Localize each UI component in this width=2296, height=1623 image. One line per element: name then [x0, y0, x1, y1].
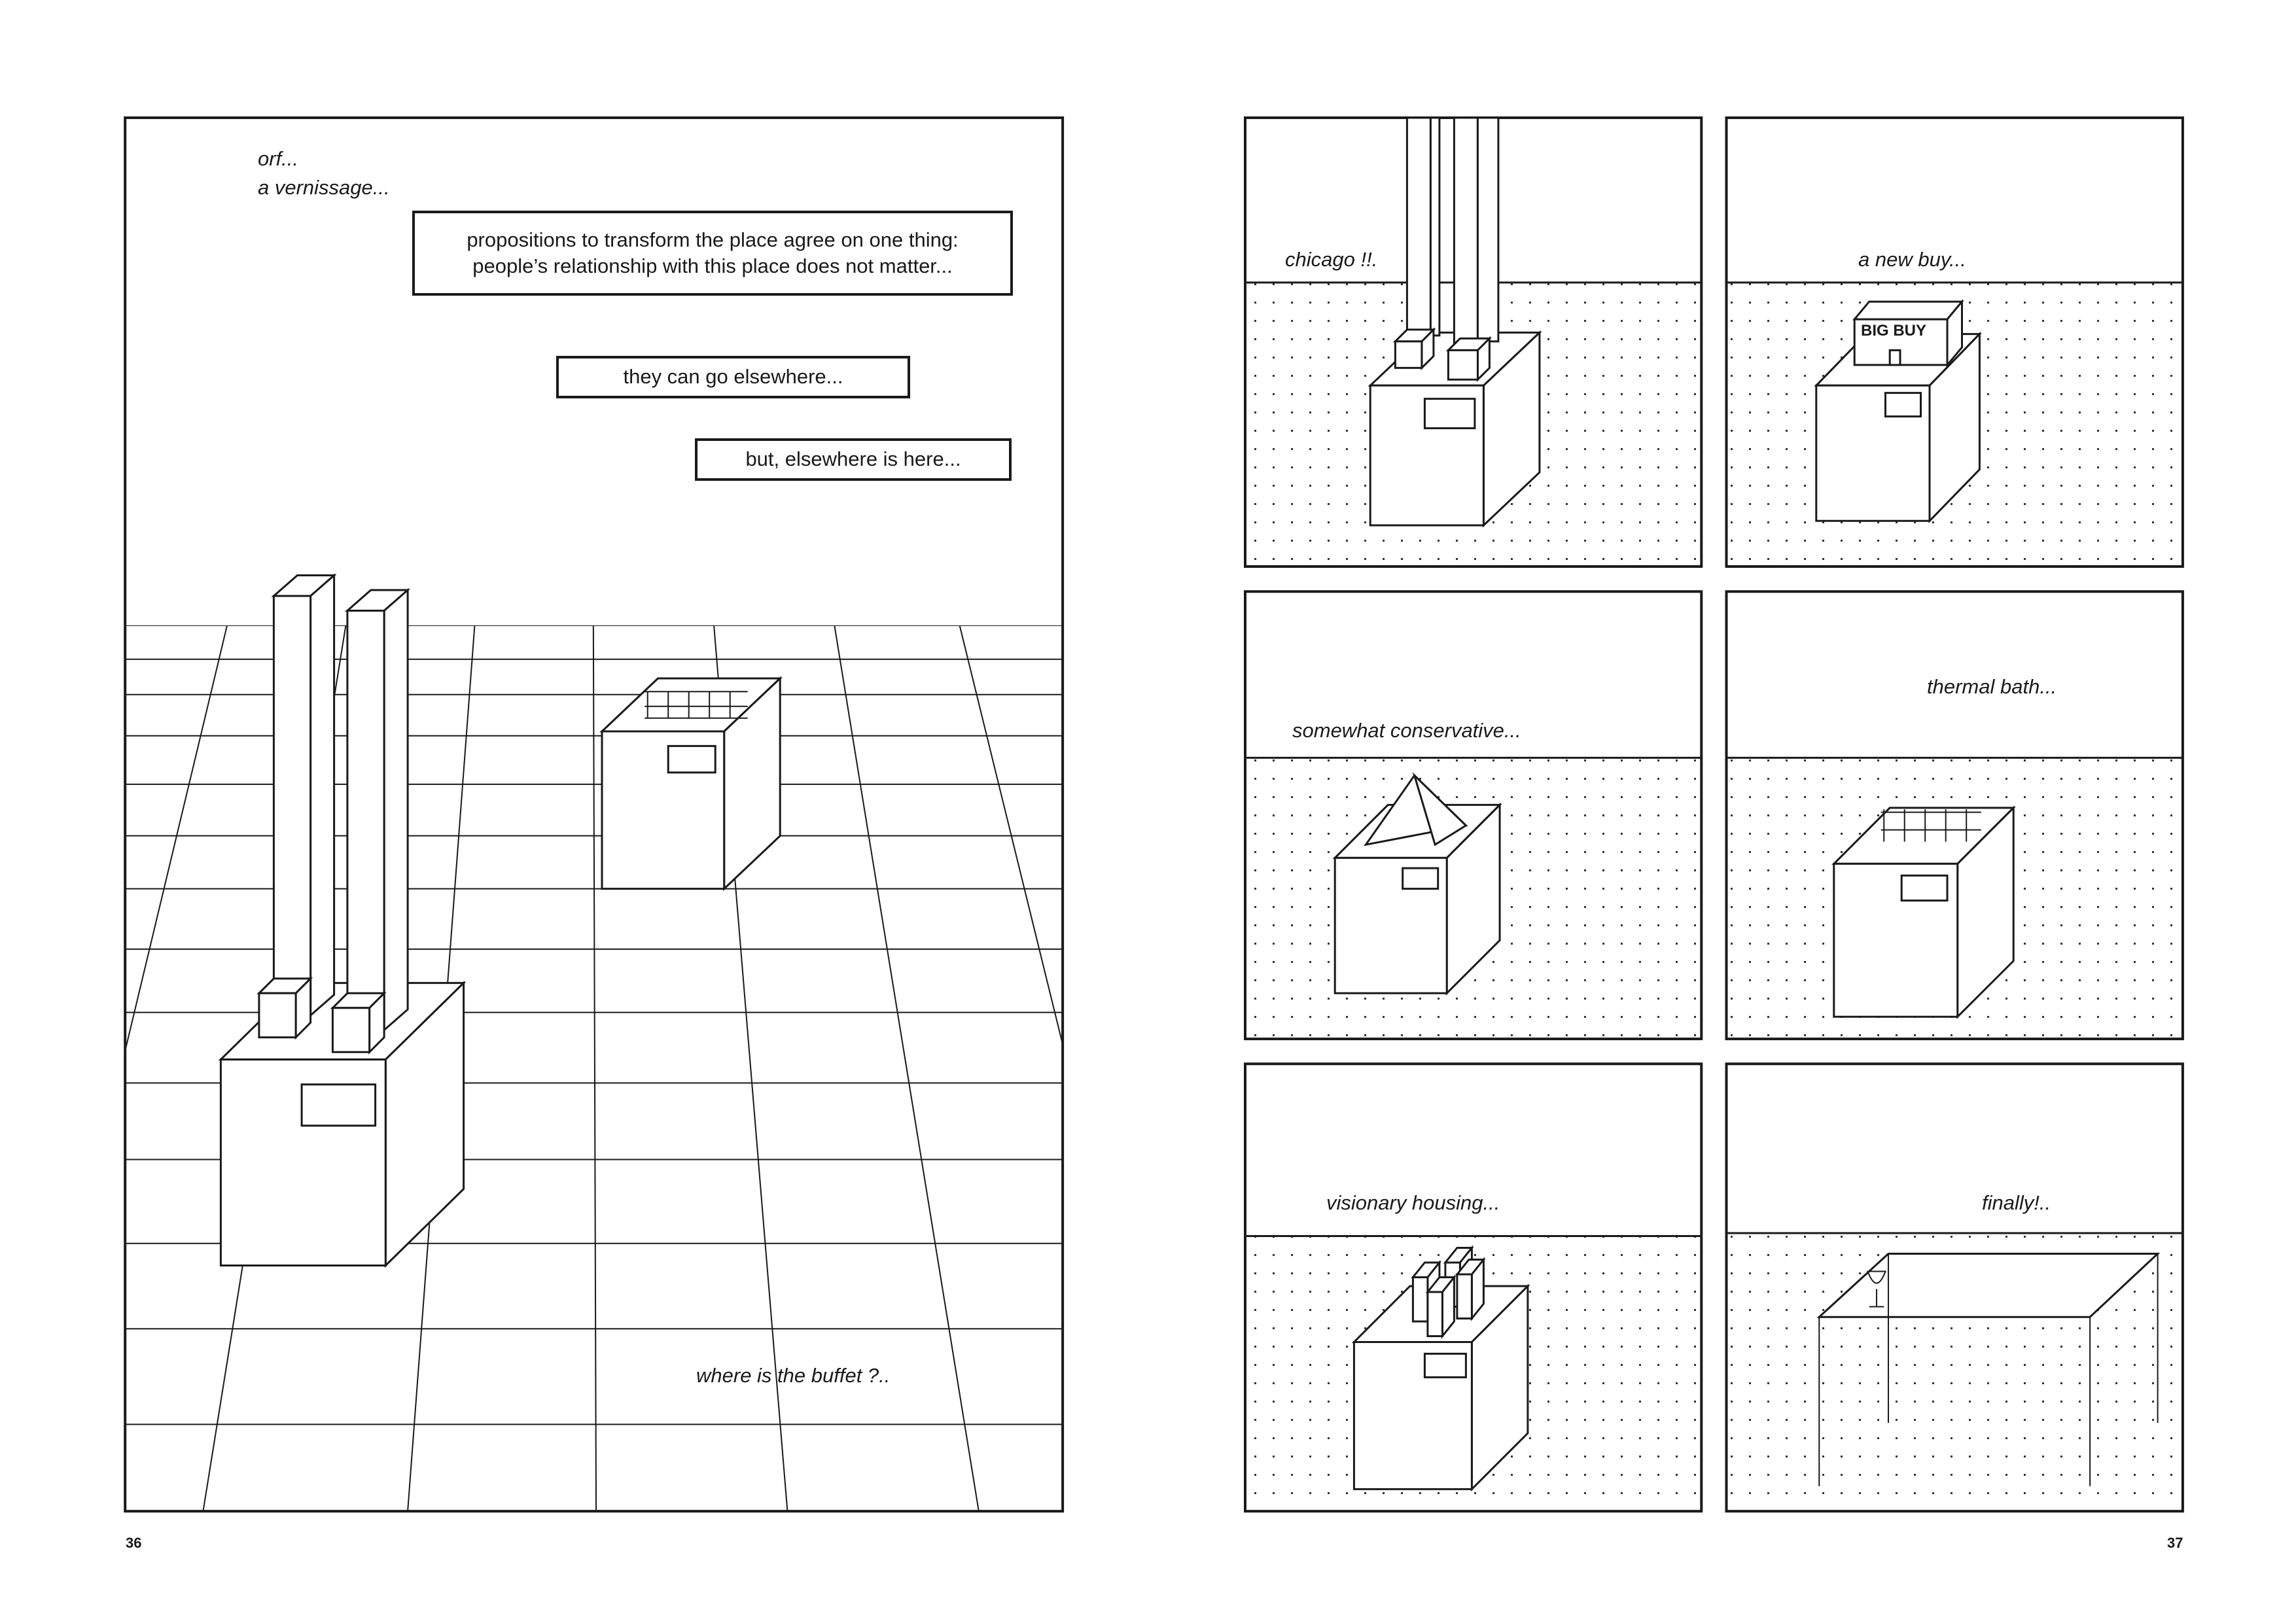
cube-label: [1884, 392, 1922, 418]
tower-base-front: [1394, 340, 1423, 369]
cube-label: [1900, 874, 1949, 902]
cube-p2-front: [1815, 384, 1931, 522]
cube-p4-front: [1833, 862, 1959, 1018]
narration-orf: orf...: [258, 147, 299, 170]
floor-grid-line: [959, 625, 1063, 1047]
panel-1-caption: chicago !!.: [1285, 248, 1378, 271]
cube-label: [667, 744, 716, 774]
caption-line: they can go elsewhere...: [623, 365, 843, 389]
housing-slab-front: [1456, 1273, 1473, 1319]
tower: [1405, 116, 1432, 347]
pyramid-side: [1412, 772, 1468, 846]
caption-box-propositions: propositions to transform the place agre…: [412, 211, 1013, 296]
tower-base-front: [1447, 349, 1479, 381]
tower-2-front: [346, 610, 385, 1032]
panel-3-caption: somewhat conservative...: [1292, 719, 1521, 742]
caption-box-here: but, elsewhere is here...: [695, 438, 1012, 481]
wine-glass-icon: [1867, 1270, 1886, 1308]
tower-1-front: [272, 595, 312, 1017]
floor-grid-line: [125, 625, 228, 1054]
caption-box-elsewhere: they can go elsewhere...: [556, 356, 910, 398]
big-buy-store-front: [1853, 318, 1949, 366]
cube-label: [1423, 398, 1476, 430]
tower: [1453, 116, 1479, 355]
tower-1-side: [309, 573, 336, 1018]
big-buy-store-top: [1852, 300, 1964, 321]
cube-p5-front: [1352, 1341, 1473, 1490]
store-door: [1888, 349, 1901, 366]
cube-label: [300, 1083, 377, 1127]
panel-6-caption: finally!..: [1982, 1191, 2051, 1214]
floor-grid-line: [0, 625, 107, 1511]
cube-label: [1402, 867, 1439, 890]
panel-4-caption: thermal bath...: [1927, 675, 2057, 698]
floor-grid-line: [592, 625, 597, 1512]
page-number-left: 36: [126, 1535, 142, 1551]
tower-2-side: [383, 587, 409, 1032]
housing-slab-front: [1426, 1291, 1443, 1337]
caption-line: people’s relationship with this place do…: [472, 254, 953, 277]
cube-label: [1423, 1352, 1467, 1378]
caption-line: propositions to transform the place agre…: [467, 228, 959, 251]
tower-side: [1476, 116, 1500, 343]
tower-side: [1429, 116, 1441, 337]
tower-2-base-front: [331, 1007, 371, 1053]
narration-vernissage: a vernissage...: [258, 176, 390, 199]
floor-grid-line: [834, 625, 980, 1512]
housing-slab-front: [1411, 1276, 1429, 1323]
panel-5-caption: visionary housing...: [1326, 1191, 1500, 1214]
big-buy-sign: BIG BUY: [1861, 322, 1927, 340]
caption-buffet: where is the buffet ?..: [696, 1364, 891, 1387]
page-number-right: 37: [2167, 1535, 2183, 1551]
tower-1-base-front: [258, 992, 297, 1039]
cube-p3-front: [1333, 856, 1448, 994]
caption-line: but, elsewhere is here...: [745, 447, 961, 471]
panel-2-caption: a new buy...: [1858, 248, 1966, 271]
